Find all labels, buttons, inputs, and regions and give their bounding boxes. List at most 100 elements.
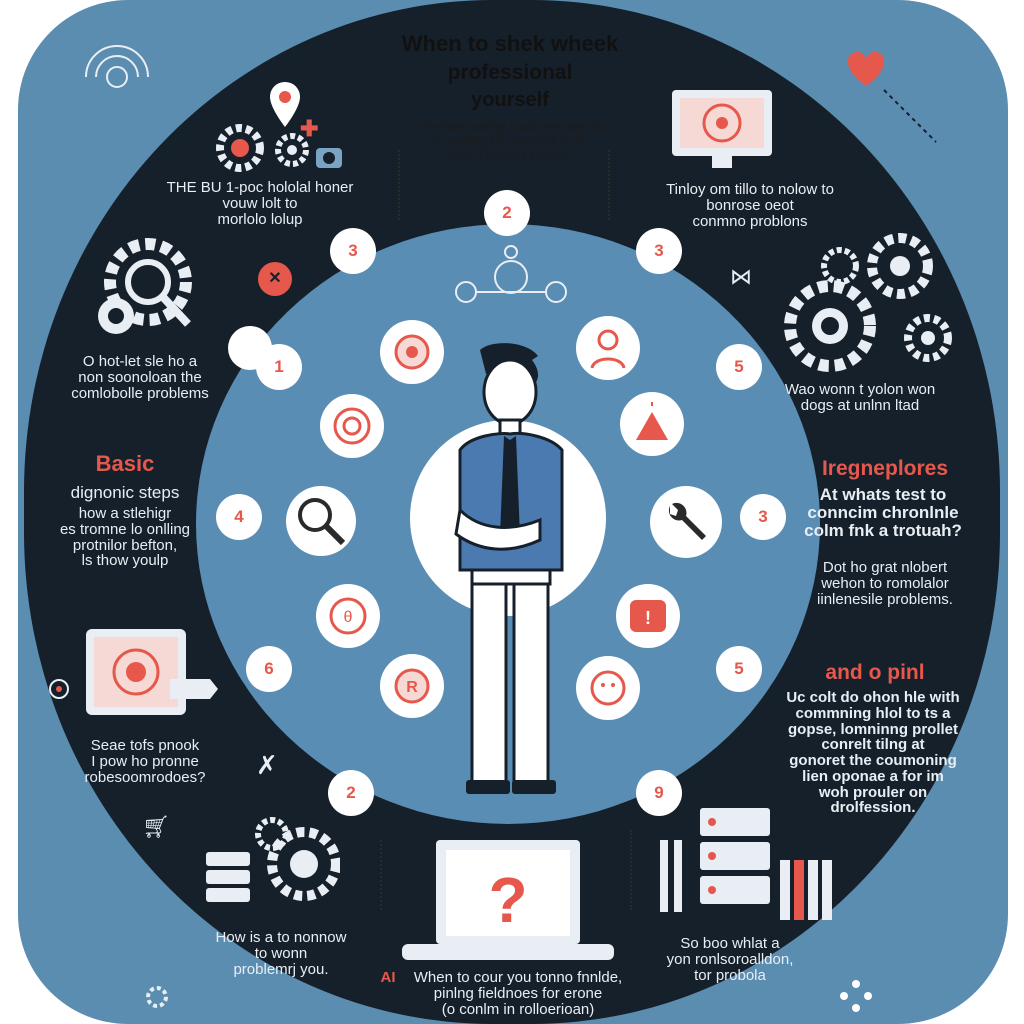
text-line: non soonoloan the [78, 368, 202, 386]
step-badge: 2 [328, 770, 374, 816]
connector [380, 840, 382, 910]
text-line: yon ronlsoroalldon, [666, 950, 794, 968]
left-block-4: Seae tofs pnook I pow ho pronne robesoom… [60, 738, 230, 785]
basics-subtitle: dignonic steps [70, 483, 180, 502]
gear-icon [275, 133, 309, 167]
node-focus [320, 394, 384, 458]
text-line: vouw lolt to [222, 194, 298, 212]
node-target [380, 320, 444, 384]
bowtie-icon: ⋈ [730, 264, 752, 289]
bottom-left-note: How is a to nonnow to wonn problemrj you… [196, 930, 366, 977]
connector [608, 150, 610, 220]
text-line: tor probola [694, 966, 766, 984]
text-line: to wonn [254, 944, 308, 962]
svg-text:!: ! [645, 608, 651, 628]
text-line: morlolo lolup [217, 210, 303, 228]
text-line: commning hlol to ts a [795, 704, 951, 722]
right-block-1: Tinloy om tillo to nolow to bonrose oeot… [630, 182, 870, 229]
server-stack-icon [660, 808, 770, 912]
text-line: Tinloy om tillo to nolow to [666, 181, 834, 198]
step-badge: 3 [330, 228, 376, 274]
svg-text:?: ? [488, 864, 527, 936]
text-line: (o conlm in rolloerioan) [441, 1000, 595, 1018]
record-icon [49, 679, 69, 699]
text-line: es tromne lo onlling [59, 520, 191, 538]
network-dots-icon [840, 980, 872, 1012]
text-line: dogs at unlnn ltad [800, 396, 920, 414]
tools-icon: ✕ [258, 262, 292, 296]
node-face [576, 656, 640, 720]
node-alert [620, 392, 684, 456]
magnifier-icon [298, 498, 346, 546]
connector [398, 150, 400, 220]
text-line: Wao wonn t yolon won [784, 381, 936, 398]
heart-icon [847, 52, 885, 86]
text-line: THE BU 1-poc hololal honer [166, 179, 354, 196]
connector [630, 830, 632, 910]
settings-icon [146, 986, 168, 1008]
camera-icon [316, 148, 342, 168]
text-line: how a stlehigr [78, 505, 172, 522]
bottom-center-note: When to cour you tonno fnnlde, pinlng fi… [400, 970, 636, 1017]
text-line: ls thow youlp [81, 552, 169, 570]
tools-cross-icon: ✗ [256, 750, 278, 780]
text-line: I pow ho pronne [91, 752, 199, 770]
step-badge: 2 [484, 190, 530, 236]
text-line: comlobolle problems [71, 384, 209, 402]
node-warning: ! [616, 584, 680, 648]
step-badge: 9 [636, 770, 682, 816]
wrench-icon [668, 502, 706, 540]
desc-line: ossin nuoloed kuasne. [445, 146, 575, 162]
page-title: When to shek wheek [401, 31, 619, 56]
irregular-note: Dot ho grat nlobert wehon to romolalor i… [790, 560, 980, 607]
node-magnifier [286, 486, 356, 556]
basics-body: how a stlehigr es tromne lo onlling prot… [40, 506, 210, 569]
node-compass: θ [316, 584, 380, 648]
page-subtitle-2: yourself [471, 89, 549, 111]
left-block-1: THE BU 1-poc hololal honer vouw lolt to … [150, 180, 370, 227]
text-line: lien oponae a for im [802, 767, 944, 785]
and-title: and o pinl [825, 661, 925, 684]
node-wrench [650, 486, 722, 558]
cart-icon: 🛒︎ [142, 814, 170, 839]
text-line: bonrose oeot [706, 196, 794, 214]
text-line: gopse, lomninng prollet [788, 720, 958, 738]
header-description: The han bolting rood tenmono fo to butli… [365, 120, 655, 161]
irregular-title: Iregneplores [821, 457, 949, 480]
text-line: Seae tofs pnook [90, 737, 200, 754]
right-bottom-note: So boo whlat a yon ronlsoroalldon, tor p… [640, 936, 820, 983]
step-badge: 3 [636, 228, 682, 274]
tablet-icon [86, 629, 218, 715]
irregular-body: At whats test to conncim chronlnle colm … [788, 486, 978, 540]
laptop-icon: ? [402, 840, 614, 960]
text-line: gonoret the coumoning [789, 752, 957, 769]
desc-line: The han bolting rood tenmono fo [416, 119, 604, 134]
gears-cluster-icon [784, 233, 952, 372]
text-line: How is a to nonnow [215, 929, 347, 946]
svg-text:θ: θ [344, 609, 353, 626]
person-icon [590, 329, 626, 369]
person-figure [454, 343, 564, 794]
server-gear-icon [206, 817, 340, 902]
text-line: At whats test to [819, 485, 947, 504]
and-body: Uc colt do ohon hle with commning hlol t… [768, 690, 978, 816]
text-line: problemrj you. [233, 960, 329, 978]
step-badge: 5 [716, 646, 762, 692]
gear-icon [216, 124, 264, 172]
text-line: When to cour you tonno fnnlde, [413, 969, 623, 986]
map-pin-icon [270, 82, 300, 127]
text-line: robesoomrodoes? [84, 768, 206, 786]
text-line: protnilor befton, [72, 536, 178, 554]
text-line: conmno problons [692, 212, 808, 230]
target-icon [800, 132, 836, 168]
text-line: Uc colt do ohon hle with [786, 689, 960, 706]
text-line: conrelt tilng at [821, 736, 925, 754]
signal-icon [85, 45, 149, 88]
text-line: woh prouler on [818, 783, 928, 801]
svg-text:R: R [406, 679, 418, 696]
books-icon [780, 860, 832, 920]
ai-mark: AI [380, 969, 396, 986]
text-line: conncim chronlnle [807, 502, 959, 522]
left-block-2: O hot-let sle ho a non soonoloan the com… [40, 354, 240, 401]
dashed-arrow-icon [883, 89, 937, 143]
